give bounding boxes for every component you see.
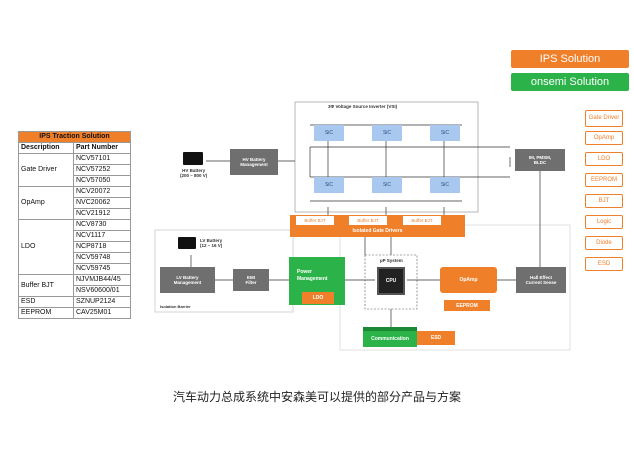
table-part-cell: NJVMJB44/45: [73, 274, 131, 286]
uc-system-label: µP System: [380, 258, 403, 263]
ips-solution-legend: IPS Solution: [511, 50, 629, 68]
table-desc-cell: ESD: [18, 296, 74, 308]
emi-filter: EMI Filter: [233, 269, 269, 291]
hv-battery-label: HV Battery (200 – 800 V): [180, 168, 208, 178]
opamp-block: OpAmp: [440, 267, 497, 293]
lv-battery-icon: [178, 237, 196, 249]
buffer-bjt-3: Buffer BJT: [402, 215, 442, 226]
table-desc-cell: LDO: [18, 219, 74, 275]
col-description-header: Description: [18, 142, 74, 154]
side-item-opamp: OpAmp: [585, 131, 623, 145]
side-item-esd: ESD: [585, 257, 623, 271]
table-part-cell: NCV8730: [73, 219, 131, 231]
powertrain-diagram: 3Φ Voltage Source Inverter (VSI) SiC SiC S…: [150, 95, 580, 355]
table-part-cell: NCV59748: [73, 252, 131, 264]
side-item-gate-driver: Gate Driver: [585, 110, 623, 127]
esd-block: ESD: [417, 331, 455, 345]
table-part-cell: NSV60600/01: [73, 285, 131, 297]
table-part-cell: NCV59745: [73, 263, 131, 275]
table-part-cell: NCV57101: [73, 153, 131, 165]
hv-battery-management: HV Battery Management: [230, 149, 278, 175]
sic-switch-4: SiC: [314, 177, 344, 193]
table-part-cell: NCV20072: [73, 186, 131, 198]
side-item-bjt: BJT: [585, 194, 623, 208]
sic-switch-5: SiC: [372, 177, 402, 193]
side-item-diode: Diode: [585, 236, 623, 250]
table-part-cell: SZNUP2124: [73, 296, 131, 308]
motor-block: IM, PMSM, BLDC: [515, 149, 565, 171]
table-part-cell: NCV57252: [73, 164, 131, 176]
sic-switch-1: SiC: [314, 125, 344, 141]
table-part-cell: NCV57050: [73, 175, 131, 187]
table-part-cell: CAV25M01: [73, 307, 131, 319]
side-item-eeprom: EEPROM: [585, 173, 623, 187]
onsemi-solution-legend: onsemi Solution: [511, 73, 629, 91]
eeprom-block: EEPROM: [444, 300, 490, 311]
sic-switch-2: SiC: [372, 125, 402, 141]
ips-traction-table: IPS Traction Solution Description Part N…: [18, 131, 131, 319]
isolation-barrier-label: Isolation Barrier: [160, 304, 191, 309]
table-part-cell: NCV21912: [73, 208, 131, 220]
table-title: IPS Traction Solution: [18, 131, 131, 143]
table-desc-cell: OpAmp: [18, 186, 74, 220]
col-part-header: Part Number: [73, 142, 131, 154]
table-part-cell: NCV1117: [73, 230, 131, 242]
table-desc-cell: Gate Driver: [18, 153, 74, 187]
buffer-bjt-1: Buffer BJT: [295, 215, 335, 226]
table-desc-cell: Buffer BJT: [18, 274, 74, 297]
side-item-ldo: LDO: [585, 152, 623, 166]
sic-switch-6: SiC: [430, 177, 460, 193]
table-part-cell: NVC20062: [73, 197, 131, 209]
lv-battery-label: LV Battery (12 – 16 V): [200, 238, 223, 248]
hall-effect-sensor: Hall Effect Current Sense: [516, 267, 566, 293]
sic-switch-3: SiC: [430, 125, 460, 141]
hv-battery-icon: [183, 152, 203, 165]
side-item-logic: Logic: [585, 215, 623, 229]
communication-block: Communication: [363, 327, 417, 347]
lv-battery-management: LV Battery Management: [160, 267, 215, 293]
ldo-block: LDO: [302, 292, 334, 304]
inverter-label: 3Φ Voltage Source Inverter (VSI): [328, 104, 398, 109]
table-desc-cell: EEPROM: [18, 307, 74, 319]
buffer-bjt-2: Buffer BJT: [348, 215, 388, 226]
figure-caption: 汽车动力总成系统中安森美可以提供的部分产品与方案: [172, 390, 461, 404]
table-part-cell: NCP8718: [73, 241, 131, 253]
cpu-chip: CPU: [377, 267, 405, 295]
